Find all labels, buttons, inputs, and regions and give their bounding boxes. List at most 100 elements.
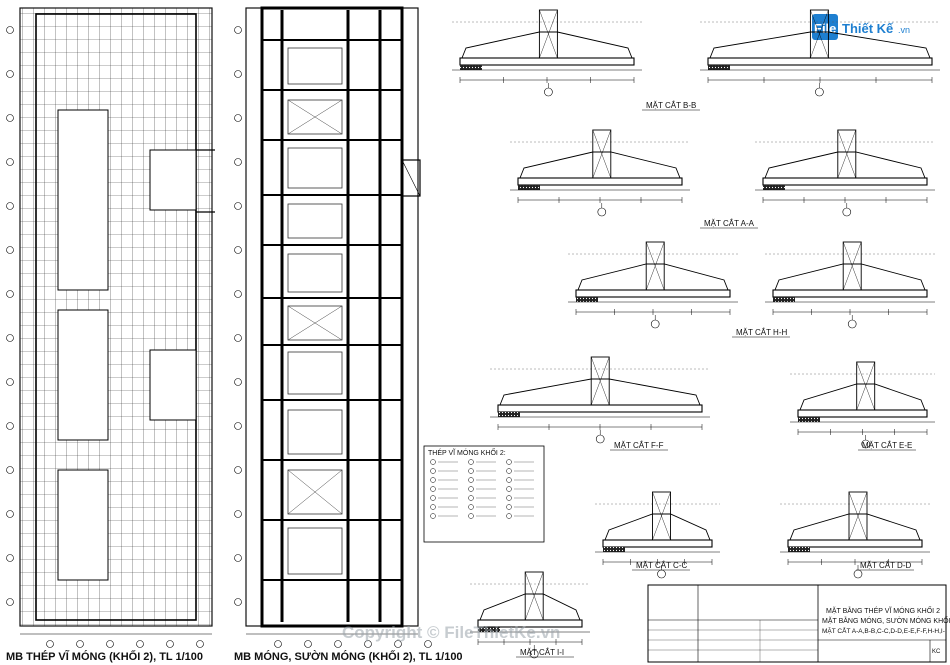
section-2: MẶT CẮT A-A — [510, 129, 935, 229]
axis-bubble — [234, 202, 242, 210]
section-title-6: MẶT CẮT C-C — [636, 561, 687, 570]
legend-symbol — [468, 468, 474, 474]
axis-bubble — [234, 598, 242, 606]
plan-foundation-beams: MB MÓNG, SƯỜN MÓNG (KHỐI 2), TL 1/100 — [234, 6, 463, 663]
lean-concrete — [708, 65, 730, 70]
lean-concrete — [798, 417, 820, 422]
section-title-1: MẶT CẮT B-B — [646, 101, 696, 110]
axis-bubble — [234, 246, 242, 254]
section-3: MẶT CẮT H-H — [568, 241, 935, 338]
brand-logo: File Thiết Kế .vn — [812, 14, 910, 40]
axis-bubble — [6, 158, 14, 166]
legend-symbol — [506, 513, 512, 519]
legend-symbol — [468, 486, 474, 492]
footing-slab — [459, 57, 635, 66]
footing-slab — [762, 177, 928, 186]
legend-symbol — [506, 477, 512, 483]
footing-slab — [575, 289, 731, 298]
axis-bubble — [304, 640, 312, 648]
section-4: MẶT CẮT F-F — [490, 356, 710, 451]
axis-bubble — [595, 434, 605, 444]
axis-bubble — [234, 290, 242, 298]
legend-symbol — [506, 486, 512, 492]
axis-bubble — [853, 569, 863, 579]
axis-bubble — [234, 466, 242, 474]
plan-2-title: MB MÓNG, SƯỜN MÓNG (KHỐI 2), TL 1/100 — [234, 649, 463, 663]
footing-slab — [477, 619, 583, 628]
axis-bubble — [196, 640, 204, 648]
footing-slab — [602, 539, 713, 548]
axis-bubble — [6, 290, 14, 298]
axis-bubble — [6, 378, 14, 386]
logo-vn-text: .vn — [898, 25, 910, 35]
legend-symbol — [468, 477, 474, 483]
section-1: MẶT CẮT B-B — [452, 9, 940, 111]
footing-slab — [497, 404, 703, 413]
axis-bubble — [6, 510, 14, 518]
section-5: MẶT CẮT E-E — [790, 361, 935, 451]
axis-bubble — [597, 207, 607, 217]
legend-symbol — [506, 504, 512, 510]
axis-bubble — [234, 158, 242, 166]
logo-thietke-text: Thiết Kế — [842, 21, 894, 36]
legend-symbol — [468, 504, 474, 510]
section-6: MẶT CẮT C-C — [595, 491, 720, 579]
axis-bubble — [6, 334, 14, 342]
copyright-watermark: Copyright © FileThietKe.vn — [342, 623, 560, 642]
axis-bubble — [76, 640, 84, 648]
section-title-5: MẶT CẮT E-E — [862, 441, 912, 450]
axis-bubble — [815, 87, 824, 97]
legend-symbol — [430, 486, 436, 492]
legend-symbol — [506, 495, 512, 501]
legend-symbol — [468, 459, 474, 465]
axis-bubble — [6, 554, 14, 562]
legend-symbol — [468, 513, 474, 519]
legend-symbol — [430, 504, 436, 510]
axis-bubble — [6, 246, 14, 254]
axis-bubble — [650, 319, 660, 329]
axis-bubble — [6, 422, 14, 430]
axis-bubble — [274, 640, 282, 648]
footing-slab — [707, 57, 933, 66]
axis-bubble — [394, 640, 402, 648]
lean-concrete — [518, 185, 540, 190]
axis-bubble — [106, 640, 114, 648]
section-title-3: MẶT CẮT H-H — [736, 328, 787, 337]
axis-bubble — [544, 87, 553, 97]
axis-bubble — [6, 114, 14, 122]
legend-symbol — [506, 459, 512, 465]
sheet-code: KC — [932, 649, 941, 655]
axis-bubble — [234, 554, 242, 562]
axis-bubble — [234, 26, 242, 34]
axis-bubble — [234, 510, 242, 518]
axis-bubble — [6, 598, 14, 606]
lean-concrete — [460, 65, 482, 70]
footing-slab — [517, 177, 683, 186]
axis-bubble — [364, 640, 372, 648]
legend-symbol — [506, 468, 512, 474]
section-title-4: MẶT CẮT F-F — [614, 441, 664, 450]
axis-bubble — [424, 640, 432, 648]
legend-symbol — [468, 495, 474, 501]
footing-slab — [772, 289, 928, 298]
legend-symbol — [430, 477, 436, 483]
axis-bubble — [234, 422, 242, 430]
axis-bubble — [6, 466, 14, 474]
lean-concrete — [603, 547, 625, 552]
footing-slab — [797, 409, 928, 418]
axis-bubble — [234, 70, 242, 78]
lean-concrete — [773, 297, 795, 302]
axis-bubble — [847, 319, 857, 329]
plan-1-title: MB THÉP VĨ MÓNG (KHỐI 2), TL 1/100 — [6, 649, 203, 663]
axis-bubble — [6, 26, 14, 34]
sections-layer: MẶT CẮT B-B MẶT CẮT A-A MẶT CẮT H-H MẶT CẮT… — [452, 9, 940, 659]
plan-rebar-foundation: MB THÉP VĨ MÓNG (KHỐI 2), TL 1/100 — [6, 7, 432, 663]
lean-concrete — [478, 627, 500, 632]
section-7: MẶT CẮT D-D — [780, 491, 930, 579]
lean-concrete — [763, 185, 785, 190]
axis-bubble — [842, 207, 852, 217]
axis-bubble — [334, 640, 342, 648]
title-line-1: MẶT BẰNG THÉP VĨ MÓNG KHỐI 2 — [826, 605, 940, 615]
axis-bubble — [136, 640, 144, 648]
lean-concrete — [788, 547, 810, 552]
